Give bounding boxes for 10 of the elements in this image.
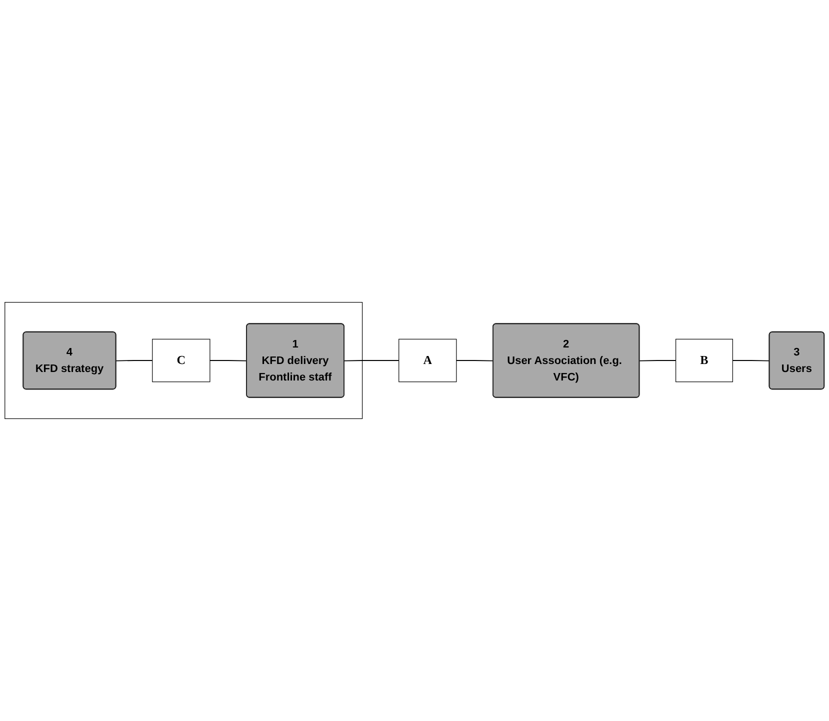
connector — [456, 360, 494, 362]
connector — [732, 360, 770, 362]
connector — [116, 360, 153, 362]
node-box: B — [676, 338, 733, 382]
node-box: C — [152, 338, 210, 382]
connector — [344, 360, 400, 362]
connector — [639, 360, 676, 362]
connector — [209, 360, 248, 362]
cluster — [4, 302, 363, 419]
node-box: A — [398, 338, 457, 382]
